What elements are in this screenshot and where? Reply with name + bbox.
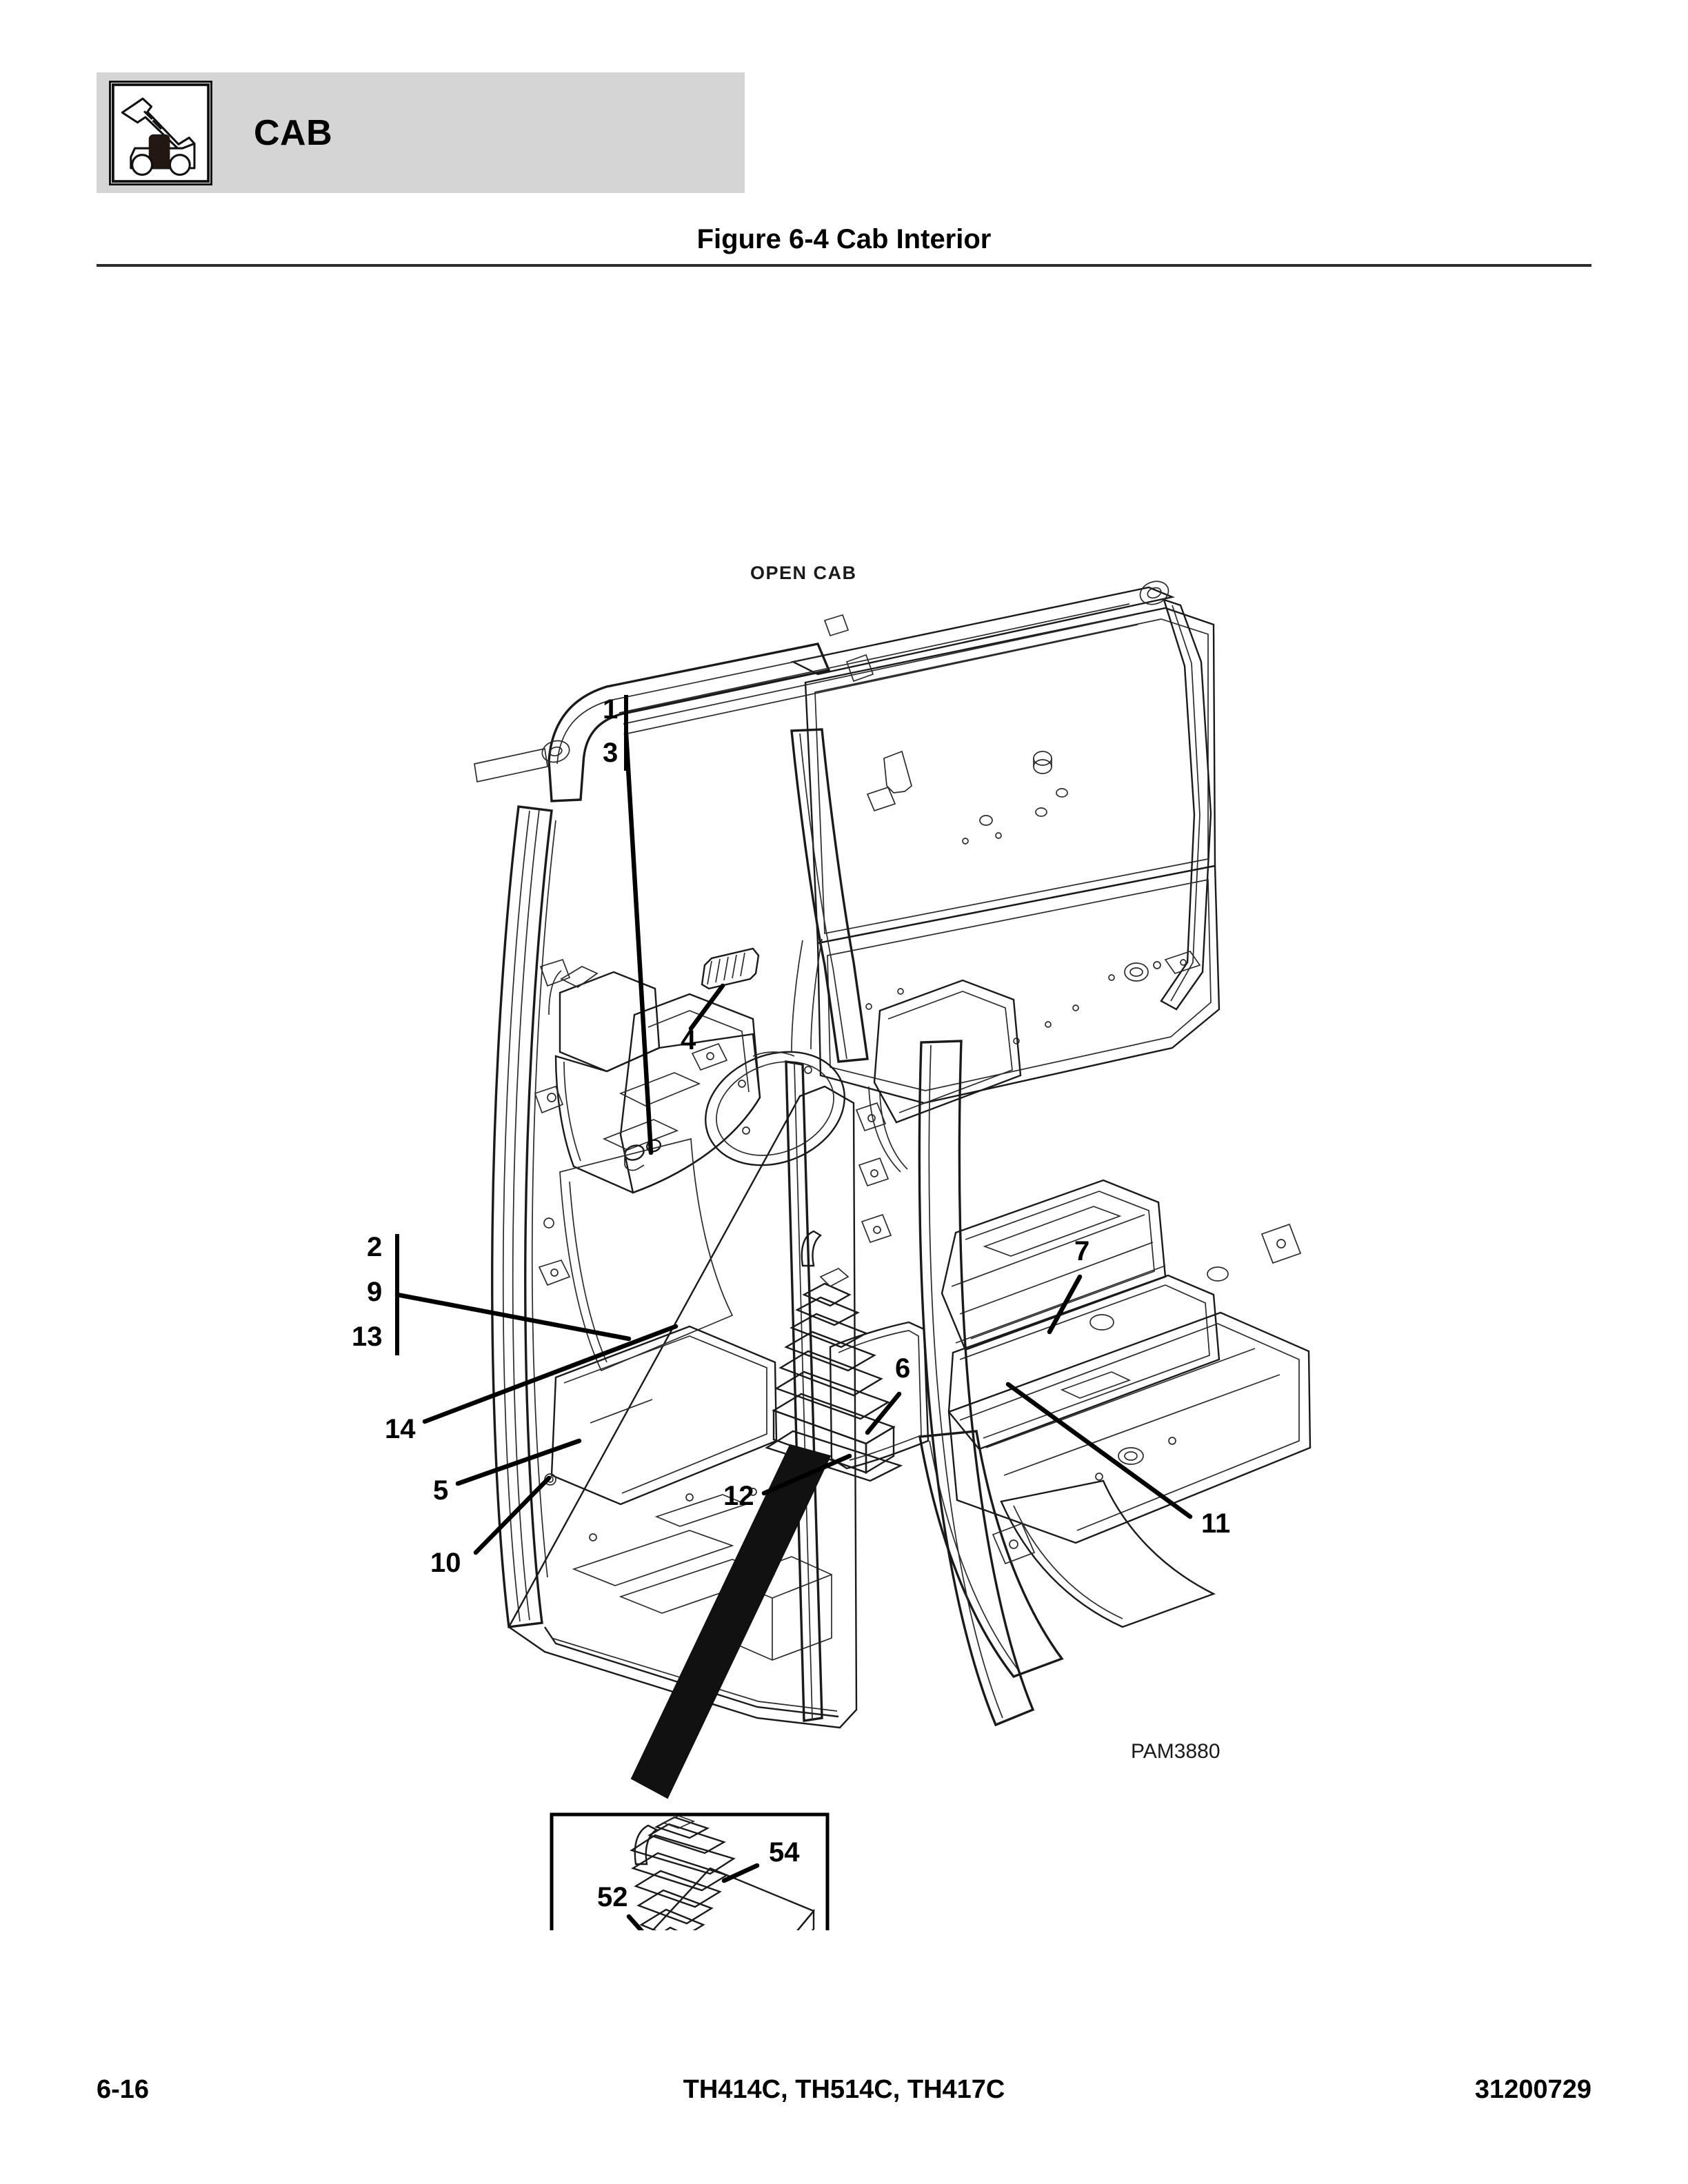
callout-54: 54 [769,1837,800,1868]
callout-9: 9 [367,1277,382,1307]
figure-reference-code: PAM3880 [1131,1740,1220,1763]
cab-interior-diagram: OPEN CAB [0,276,1688,1930]
detail-inset [550,1812,830,1930]
cab-line-art [474,580,1312,1799]
callout-labels-main: 1 3 4 2 9 13 14 5 10 7 6 12 11 [352,694,1230,1578]
footer-models: TH414C, TH514C, TH417C [683,2075,1005,2104]
footer-page-number: 6-16 [97,2075,150,2104]
footer-document-number: 31200729 [1474,2075,1591,2104]
callout-7: 7 [1074,1236,1089,1266]
callout-5: 5 [433,1475,448,1506]
callout-1: 1 [603,694,618,725]
callout-12: 12 [723,1481,754,1511]
callout-52: 52 [597,1882,628,1912]
section-header-bar: CAB [97,72,745,193]
telehandler-cab-icon [109,80,212,185]
callout-14: 14 [385,1414,416,1444]
callout-6: 6 [895,1353,910,1384]
callout-4: 4 [681,1025,696,1055]
callout-13: 13 [352,1322,383,1352]
callout-11: 11 [1201,1508,1230,1539]
page-footer: 6-16 TH414C, TH514C, TH417C 31200729 [97,2075,1591,2116]
callout-2: 2 [367,1232,382,1262]
callout-3: 3 [603,738,618,768]
section-title: CAB [254,112,333,153]
callout-leaders-main [394,695,1193,1555]
joystick-detail-view [630,1815,815,1930]
figure-title: Figure 6-4 Cab Interior [696,224,992,254]
callout-10: 10 [430,1548,461,1578]
detail-pointer-wedge [630,1444,832,1799]
callout-labels-detail: 54 52 51 53 55 [597,1837,800,1912]
joystick-main-view [765,1230,903,1482]
figure-title-rule [97,264,1591,267]
diagram-heading: OPEN CAB [750,563,857,583]
